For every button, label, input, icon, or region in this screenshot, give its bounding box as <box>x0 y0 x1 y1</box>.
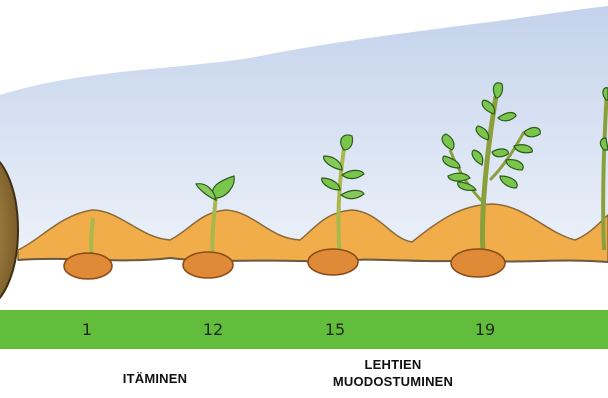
stage-number-band: 1 12 15 19 <box>0 310 608 349</box>
stage-number-12: 12 <box>203 320 223 339</box>
tuber <box>451 249 505 277</box>
tuber <box>183 252 233 278</box>
potato-growth-illustration <box>0 0 608 310</box>
tuber <box>308 249 358 275</box>
stage-number-15: 15 <box>325 320 345 339</box>
tuber <box>64 253 112 279</box>
stem <box>91 218 93 255</box>
label-leaf-formation-line2: MUODOSTUMINEN <box>328 373 458 390</box>
label-germination: ITÄMINEN <box>100 370 210 387</box>
label-leaf-formation-line1: LEHTIEN <box>328 356 458 373</box>
stage-number-1: 1 <box>82 320 92 339</box>
label-leaf-formation: LEHTIEN MUODOSTUMINEN <box>328 356 458 390</box>
stage-number-19: 19 <box>475 320 495 339</box>
